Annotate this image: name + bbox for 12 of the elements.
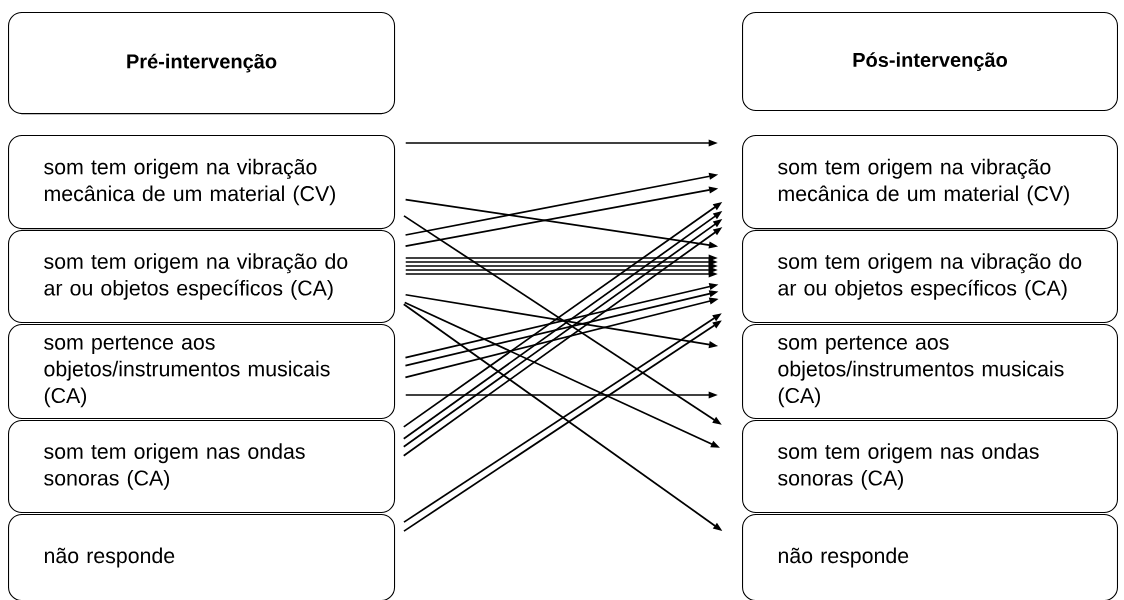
category-box: não responde: [742, 514, 1118, 600]
category-box: som tem origem nas ondas sonoras (CA): [8, 420, 396, 514]
heading-box: Pré-intervenção: [8, 12, 396, 115]
category-box: som pertence aos objetos/instrumentos musicais (CA): [8, 324, 396, 420]
category-box: som tem origem nas ondas sonoras (CA): [742, 420, 1118, 514]
category-box: som pertence aos objetos/instrumentos musicais (CA): [742, 324, 1118, 420]
category-box: som tem origem na vibração mecânica de um material (CV): [742, 135, 1118, 230]
category-box: som tem origem na vibração do ar ou objetos específicos (CA): [8, 230, 396, 324]
category-box: som tem origem na vibração do ar ou objetos específicos (CA): [742, 230, 1118, 324]
category-box: som tem origem na vibração mecânica de um material (CV): [8, 135, 396, 230]
category-box: não responde: [8, 514, 396, 600]
heading-box: Pós-intervenção: [742, 12, 1118, 112]
